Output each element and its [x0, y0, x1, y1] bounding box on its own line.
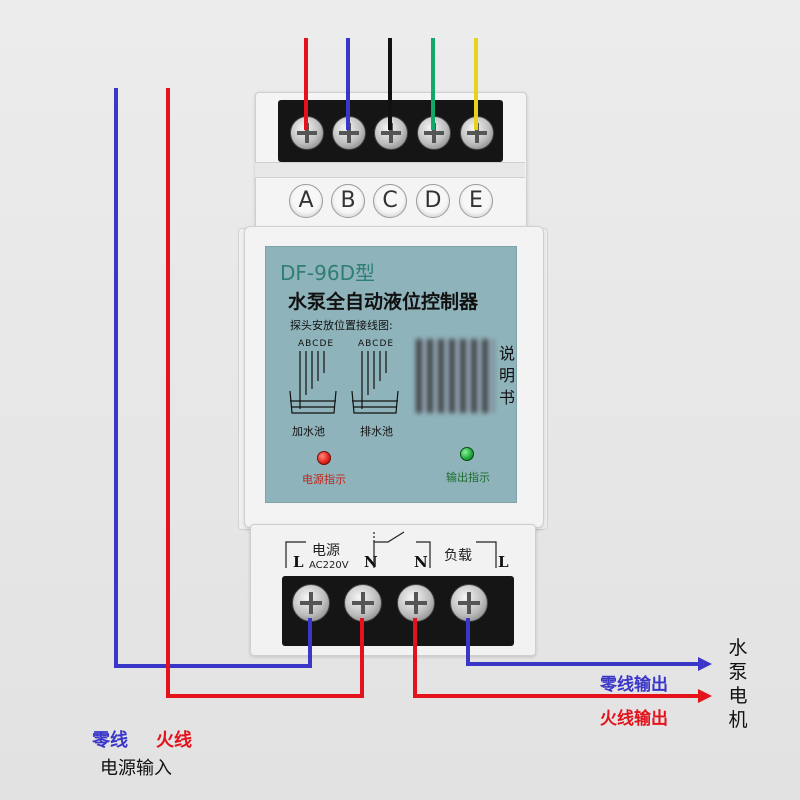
top-screw-2: [332, 116, 366, 150]
manual-char-3: 书: [498, 388, 515, 407]
manual-char-2: 明: [498, 366, 515, 385]
power-indicator-label: 电源指示: [302, 473, 346, 486]
top-screw-1: [290, 116, 324, 150]
live-label: 火线: [156, 730, 192, 751]
bottom-terminal-letter-4: L: [498, 553, 509, 571]
neutral-label: 零线: [92, 730, 128, 751]
device-title: 水泵全自动液位控制器: [288, 291, 479, 313]
top-screw-5: [460, 116, 494, 150]
output-indicator-label: 输出指示: [446, 471, 490, 484]
top-terminal-label-4: D: [416, 184, 450, 218]
top-ridge: [255, 162, 525, 178]
bottom-screw-2: [344, 584, 382, 622]
top-terminal-label-2: B: [331, 184, 365, 218]
probe-letters-right: ABCDE: [358, 339, 395, 349]
probe-caption: 探头安放位置接线图:: [290, 319, 393, 332]
motor-char-1: 水: [728, 637, 748, 659]
bottom-terminal-letter-3: N: [414, 553, 428, 571]
probe-letters-left: ABCDE: [298, 339, 335, 349]
power-led: [317, 451, 331, 465]
top-terminal-label-3: C: [373, 184, 407, 218]
manual-char-1: 说: [498, 344, 515, 363]
motor-char-4: 机: [728, 709, 748, 731]
top-screw-3: [374, 116, 408, 150]
bottom-screw-1: [292, 584, 330, 622]
tank-drain-icon: [351, 351, 399, 414]
bottom-label-voltage: AC220V: [309, 560, 349, 571]
motor-label: 水 泵 电 机: [726, 636, 750, 732]
manual-label: 说 明 书: [498, 343, 516, 409]
tank-fill-icon: [289, 351, 337, 414]
output-led: [460, 447, 474, 461]
bottom-label-power: 电源: [312, 543, 340, 559]
power-input-label: 电源输入: [100, 758, 172, 779]
bottom-label-load: 负载: [444, 548, 472, 564]
front-panel: DF-96D型 水泵全自动液位控制器 探头安放位置接线图: ABCDE ABCD…: [265, 246, 517, 503]
model-label: DF-96D型: [280, 261, 375, 285]
qr-code-icon: [416, 339, 494, 413]
top-terminal-label-5: E: [459, 184, 493, 218]
tank-fill-label: 加水池: [292, 425, 325, 438]
bottom-terminal-letter-2: N: [364, 553, 378, 571]
bottom-screw-4: [450, 584, 488, 622]
live-output-label: 火线输出: [600, 709, 668, 729]
live-output-arrow-icon: [698, 689, 712, 703]
neutral-output-arrow-icon: [698, 657, 712, 671]
top-screw-4: [417, 116, 451, 150]
motor-char-3: 电: [728, 685, 748, 707]
bottom-screw-3: [397, 584, 435, 622]
top-terminal-label-1: A: [289, 184, 323, 218]
neutral-output-label: 零线输出: [600, 675, 668, 695]
motor-char-2: 泵: [728, 661, 748, 683]
bottom-terminal-letter-1: L: [293, 553, 304, 571]
tank-drain-label: 排水池: [360, 425, 393, 438]
